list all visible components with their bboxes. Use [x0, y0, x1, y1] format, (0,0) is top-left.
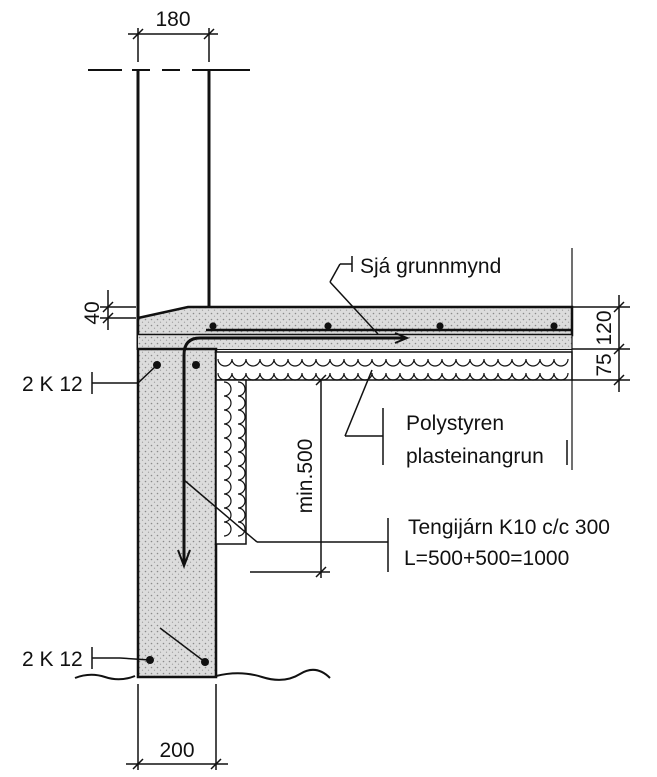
tie-bars-text-1: Tengijárn K10 c/c 300 [408, 516, 610, 539]
label-tie-bars: Tengijárn K10 c/c 300 L=500+500=1000 [183, 479, 610, 572]
dim-right: 120 75 [571, 248, 630, 470]
label-plan-reference: Sjá grunnmynd [329, 255, 501, 335]
dim-bottom-text: 200 [159, 739, 194, 762]
label-rebar-top: 2 K 12 [22, 364, 158, 396]
insulation-text-2: plasteinangrun [406, 445, 544, 468]
dim-75-text: 75 [593, 353, 616, 376]
rebar-dot [209, 322, 217, 330]
tie-bars-text-2: L=500+500=1000 [404, 547, 569, 570]
rebar-dot [550, 322, 558, 330]
foundation-wall [136, 347, 218, 679]
dim-min500: min.500 [250, 374, 330, 578]
dim-40-text: 40 [81, 301, 104, 324]
label-rebar-bottom: 2 K 12 [22, 627, 206, 671]
rebar-top-text: 2 K 12 [22, 373, 83, 396]
floor-slab [136, 305, 574, 350]
plan-reference-text: Sjá grunnmynd [360, 255, 501, 278]
insulation-wall [215, 379, 247, 545]
dim-min500-text: min.500 [294, 439, 317, 514]
ground-line [74, 668, 331, 681]
rebar [146, 322, 572, 666]
dim-120-text: 120 [593, 310, 616, 345]
rebar-dot [192, 361, 200, 369]
label-insulation: Polystyren plasteinangrun [344, 369, 568, 468]
rebar-bottom-text: 2 K 12 [22, 648, 83, 671]
rebar-dot [436, 322, 444, 330]
insulation-text-1: Polystyren [406, 412, 504, 435]
upper-wall [88, 69, 250, 350]
dim-top-text: 180 [155, 8, 190, 31]
rebar-dot [324, 322, 332, 330]
dim-bottom: 200 [126, 684, 228, 770]
insulation-under-slab [215, 351, 573, 381]
dim-top: 180 [128, 8, 218, 62]
dim-40: 40 [81, 290, 136, 330]
